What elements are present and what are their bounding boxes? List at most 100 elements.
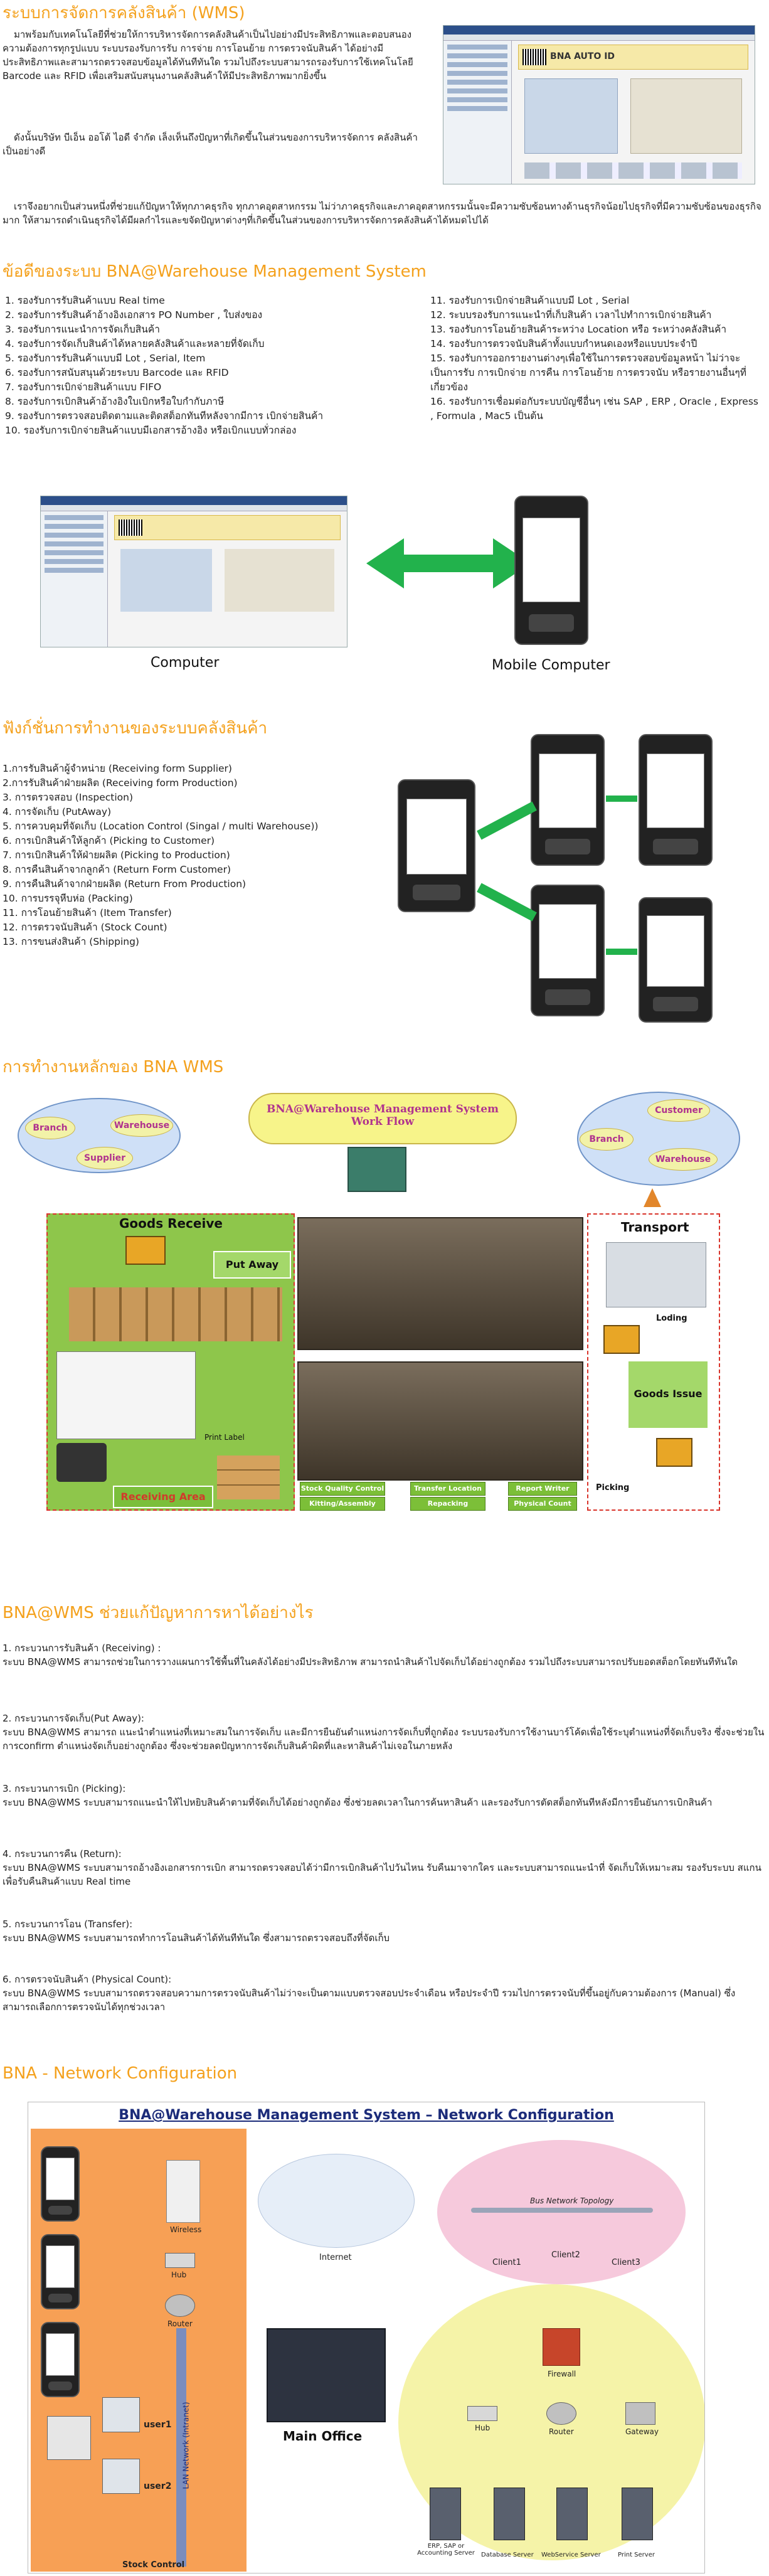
print-server-label: Print Server — [618, 2552, 655, 2558]
router-icon — [165, 2294, 195, 2317]
list-item: 7. รองรับการเบิกจ่ายสินค้าแบบ FIFO — [5, 381, 162, 393]
transport-title: Transport — [621, 1220, 689, 1235]
customer-bubble: Customer — [647, 1099, 710, 1122]
user1-label: user1 — [144, 2420, 172, 2430]
erp-server-label: ERP, SAP or Accounting Server — [417, 2543, 475, 2557]
bus-network-label: Bus Network Topology — [530, 2196, 614, 2205]
solution-head: 6. การตรวจนับสินค้า (Physical Count): — [3, 1974, 172, 1985]
erp-server-icon — [430, 2488, 461, 2540]
list-item: 4. รองรับการจัดเก็บสินค้าได้หลายคลังสินค… — [5, 338, 265, 349]
barcode-icon — [119, 519, 143, 536]
list-item: 9. รองรับการตรวจสอบติดตามและติดสต็อกทันท… — [5, 410, 324, 422]
handheld-3-image — [41, 2322, 80, 2397]
warehouse-racks-bottom — [297, 1361, 583, 1481]
main-office-building-icon — [267, 2328, 386, 2422]
router-label: Router — [167, 2319, 193, 2328]
list-item: 3. การตรวจสอบ (Inspection) — [3, 792, 133, 803]
solution-head: 4. กระบวนการคืน (Return): — [3, 1848, 122, 1860]
solution-item: 1. กระบวนการรับสินค้า (Receiving) : ระบบ… — [3, 1641, 765, 1669]
solution-head: 1. กระบวนการรับสินค้า (Receiving) : — [3, 1642, 161, 1654]
forklift-icon — [125, 1236, 166, 1265]
list-item: 8. การคืนสินค้าจากลูกค้า (Return Form Cu… — [3, 864, 231, 875]
list-item: 2.การรับสินค้าฝ่ายผลิต (Receiving form P… — [3, 777, 238, 789]
advantages-list-left: 1. รองรับการรับสินค้าแบบ Real time 2. รอ… — [5, 294, 419, 438]
webservice-server-label: WebService Server — [541, 2552, 601, 2558]
solution-item: 3. กระบวนการเบิก (Picking): ระบบ BNA@WMS… — [3, 1782, 765, 1809]
bna-banner: BNA AUTO ID — [518, 45, 749, 70]
print-label-text: Print Label — [204, 1433, 245, 1442]
computer-screenshot — [40, 496, 347, 647]
database-server-label: Database Server — [481, 2552, 534, 2558]
barcode-icon — [522, 49, 547, 65]
internet-label: Internet — [319, 2253, 352, 2262]
tag-stock-quality-control: Stock Quality Control — [300, 1482, 385, 1496]
gateway-icon — [625, 2402, 655, 2425]
solution-body: ระบบ BNA@WMS ระบบสามารถอ้างอิงเอกสารการเ… — [3, 1862, 761, 1887]
handheld-2-image — [41, 2234, 80, 2309]
goods-issue-box: Goods Issue — [627, 1360, 709, 1429]
stock-control-label: Stock Control — [122, 2560, 185, 2570]
mobile-label: Mobile Computer — [492, 657, 610, 673]
picking-text: Picking — [596, 1483, 630, 1493]
functions-title: ฟังก์ชั่นการทำงานของระบบคลังสินค้า — [3, 719, 268, 738]
tag-transfer-location: Transfer Location — [410, 1482, 485, 1496]
list-item: 14. รองรับการตรวจนับสินค้าทั้งแบบกำหนดเอ… — [430, 338, 697, 349]
intro-section: ระบบการจัดการคลังสินค้า (WMS) มาพร้อมกับ… — [0, 0, 769, 226]
bus-line — [471, 2208, 653, 2213]
solutions-title: BNA@WMS ช่วยแก้ปัญหาการหาได้อย่างไร — [3, 1604, 314, 1622]
arrow-right-icon-2 — [606, 949, 637, 955]
wireless-label: Wireless — [170, 2225, 202, 2234]
arrow-down-right-icon — [477, 883, 537, 922]
user2-workstation-icon — [102, 2459, 140, 2494]
workflow-section: การทำงานหลักของ BNA WMS Branch Warehouse… — [0, 1054, 769, 1594]
workflow-banner: BNA@Warehouse Management System Work Flo… — [248, 1093, 517, 1144]
supplier-bubble: Supplier — [77, 1147, 133, 1169]
solution-body: ระบบ BNA@WMS ระบบสามารถทำการโอนสินค้าได้… — [3, 1932, 390, 1944]
intro-paragraph-2: ดังนั้นบริษัท บีเอ็น ออโต้ ไอดี จำกัด เล… — [3, 132, 418, 157]
mobile-screen-4 — [639, 897, 713, 1023]
solution-body: ระบบ BNA@WMS สามารถช่วยในการวางแผนการใช้… — [3, 1656, 738, 1668]
gateway-label: Gateway — [625, 2427, 659, 2436]
warehouse-bubble: Warehouse — [110, 1114, 173, 1137]
sync-arrow-icon — [401, 555, 496, 572]
branch-bubble: Branch — [25, 1117, 75, 1139]
client3-label: Client3 — [612, 2258, 640, 2267]
computer-label: Computer — [151, 655, 220, 671]
labels-image — [56, 1351, 196, 1439]
flow-arrow-up-icon — [644, 1188, 661, 1207]
boxes-stack-image — [217, 1456, 280, 1499]
list-item: 1. รองรับการรับสินค้าแบบ Real time — [5, 295, 165, 306]
firewall-label: Firewall — [548, 2370, 576, 2378]
label-printer-icon — [56, 1443, 107, 1482]
user2-label: user2 — [144, 2481, 172, 2491]
network-section: BNA - Network Configuration BNA@Warehous… — [0, 2064, 769, 2576]
mobile-screen-2 — [639, 734, 713, 866]
list-item: 10. รองรับการเบิกจ่ายสินค้าแบบมีเอกสารอ้… — [5, 425, 297, 436]
forklift-icon-3 — [656, 1438, 692, 1467]
main-office-label: Main Office — [283, 2429, 363, 2444]
router-right-icon — [546, 2402, 576, 2425]
client1-label: Client1 — [492, 2258, 521, 2267]
list-item: 11. รองรับการเบิกจ่ายสินค้าแบบมี Lot , S… — [430, 295, 630, 306]
hub-right-icon — [467, 2406, 497, 2421]
list-item: 15. รองรับการออกรายงานต่างๆเพื่อใช้ในการ… — [430, 353, 746, 393]
list-item: 13. การขนส่งสินค้า (Shipping) — [3, 936, 139, 947]
lan-backbone — [176, 2328, 186, 2567]
hub-label: Hub — [171, 2270, 187, 2279]
list-item: 7. การเบิกสินค้าให้ฝ่ายผลิต (Picking to … — [3, 849, 230, 861]
advantages-section: ข้อดีของระบบ BNA@Warehouse Management Sy… — [0, 251, 769, 678]
hub-right-label: Hub — [475, 2424, 491, 2432]
truck-image — [606, 1242, 706, 1307]
database-server-icon — [494, 2488, 525, 2540]
intro-screenshot: BNA AUTO ID — [443, 25, 755, 184]
functions-list: 1.การรับสินค้าผู้จำหน่าย (Receiving form… — [3, 762, 391, 949]
solution-body: ระบบ BNA@WMS สามารถ แนะนำตำแหน่งที่เหมาะ… — [3, 1727, 765, 1752]
list-item: 4. การจัดเก็บ (PutAway) — [3, 806, 112, 817]
list-item: 16. รองรับการเชื่อมต่อกับระบบบัญชีอื่นๆ … — [430, 396, 758, 422]
solutions-section: BNA@WMS ช่วยแก้ปัญหาการหาได้อย่างไร 1. ก… — [0, 1600, 769, 2077]
user1-workstation-icon — [102, 2397, 140, 2432]
pallets-image — [69, 1287, 282, 1341]
tag-kitting-assembly: Kitting/Assembly — [300, 1497, 385, 1511]
intro-paragraph-1: มาพร้อมกับเทคโนโลยีที่ช่วยให้การบริหารจั… — [3, 29, 413, 82]
mobile-screen-1 — [531, 734, 605, 866]
